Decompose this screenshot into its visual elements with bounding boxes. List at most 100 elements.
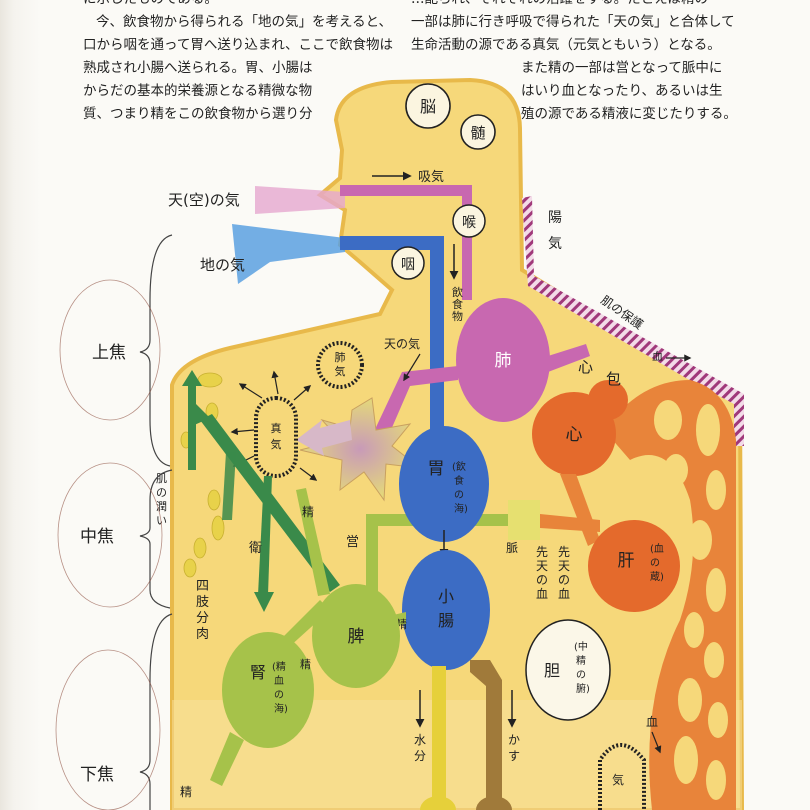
- kidney-label: 腎: [250, 663, 266, 682]
- marrow-label: 髄: [470, 124, 485, 142]
- true-qi-label-1: 真: [271, 421, 282, 435]
- essence-bottom-label: 精: [180, 785, 192, 799]
- star-arrow: [296, 420, 352, 456]
- svg-text:先: 先: [558, 545, 570, 559]
- blood-bottom-arrow: [651, 731, 662, 754]
- food-label-3: 物: [452, 309, 463, 323]
- text-line: はいり血となったり、あるいは生: [521, 83, 723, 99]
- svg-text:の: の: [156, 486, 167, 499]
- jiao-braces: [139, 234, 173, 810]
- pharynx-circle: [391, 246, 425, 280]
- svg-text:腑): 腑): [576, 682, 590, 695]
- text-line: 質、つまり精をこの飲食物から選り分: [83, 106, 313, 122]
- svg-text:天: 天: [558, 559, 570, 573]
- svg-text:の: の: [454, 490, 464, 501]
- yang-qi-label-2: 気: [548, 236, 562, 252]
- true-qi-arrows: [230, 370, 318, 481]
- essence-s-label: 精: [396, 618, 407, 631]
- waste-label: かす: [508, 733, 520, 763]
- spleen-star-pipe: [296, 488, 330, 596]
- svg-text:肌: 肌: [156, 472, 167, 485]
- waste-end: [476, 796, 512, 810]
- stomach-label: 胃: [428, 459, 445, 479]
- upper-jiao-label: 上焦: [92, 343, 126, 363]
- marrow-circle: [460, 114, 496, 150]
- true-qi-coil: [254, 396, 298, 478]
- throat-circle: [452, 204, 486, 238]
- true-qi-label-2: 気: [271, 437, 282, 451]
- water-label: 水分: [414, 733, 426, 763]
- lung: [456, 298, 550, 422]
- liver-sub-2: の: [650, 558, 660, 569]
- essence-k-label: 精: [300, 658, 311, 671]
- vessel-network: [604, 380, 736, 810]
- ying-label: 営: [346, 535, 359, 550]
- svg-text:す: す: [508, 749, 520, 763]
- svg-text:血: 血: [558, 587, 570, 601]
- small-intestine: [402, 550, 490, 670]
- brain-label: 脳: [420, 97, 436, 116]
- lung-qi-label-2: 気: [335, 364, 346, 378]
- svg-text:分: 分: [196, 611, 209, 626]
- svg-text:血: 血: [274, 674, 284, 687]
- svg-text:水: 水: [414, 733, 426, 747]
- blood-bottom-label: 血: [646, 715, 658, 729]
- vessel-holes: [654, 400, 728, 800]
- waste-pipe: [470, 660, 502, 810]
- kidney-bottom-pipe: [210, 732, 244, 786]
- water-pipe: [432, 666, 446, 810]
- heaven-qi-pipe: [370, 366, 458, 446]
- lung-label: 肺: [495, 351, 512, 371]
- svg-text:分: 分: [414, 749, 426, 763]
- svg-text:潤: 潤: [156, 500, 167, 513]
- stomach: [399, 426, 489, 542]
- water-end: [420, 796, 456, 810]
- heaven-no-qi-label: 天の気: [384, 336, 420, 351]
- inhale-label: 吸気: [418, 169, 444, 185]
- text-line: 生命活動の源である真気（元気ともいう）となる。: [411, 37, 721, 53]
- qi-coil: [598, 743, 646, 810]
- svg-text:食: 食: [454, 474, 464, 487]
- svg-text:肉: 肉: [196, 627, 209, 642]
- svg-text:か: か: [508, 733, 520, 747]
- text-line: からだの基本的栄養源となる精微な物: [83, 83, 313, 99]
- svg-text:(飲: (飲: [452, 460, 466, 473]
- pericardium-left-label: 心: [578, 358, 593, 376]
- gall-bladder: [525, 619, 611, 721]
- essence-small-label: 精: [302, 505, 314, 519]
- svg-text:四: 四: [196, 579, 209, 594]
- text-line: 口から咽を通って胃へ送り込まれ、ここで飲食物は: [83, 37, 393, 53]
- yang-qi-label-1: 陽: [548, 210, 562, 226]
- earth-air: [232, 224, 345, 284]
- lung-qi-label-1: 肺: [335, 351, 346, 364]
- liver-sub-1: (血: [650, 542, 664, 555]
- heaven-qi-label: 天(空)の気: [168, 191, 240, 209]
- svg-text:海): 海): [274, 702, 288, 715]
- throat-label: 喉: [462, 215, 476, 231]
- text-line: 一部は肺に行き呼吸で得られた「天の気」と合体して: [411, 14, 735, 30]
- lung-heart-link: [548, 344, 590, 372]
- spleen-label: 脾: [348, 627, 365, 647]
- svg-text:(中: (中: [574, 640, 588, 653]
- gall-label: 胆: [544, 661, 560, 680]
- svg-text:精: 精: [576, 654, 586, 667]
- wei-label: 衛: [249, 541, 262, 556]
- pericardium-right-label: 包: [606, 370, 621, 388]
- text-line: 今、飲食物から得られる「地の気」を考えると、: [96, 14, 393, 30]
- pulse-label: 脈: [506, 541, 518, 555]
- svg-text:の: の: [274, 690, 284, 701]
- brain-circle: [405, 83, 451, 129]
- pharynx-label: 咽: [401, 257, 415, 273]
- svg-text:の: の: [558, 573, 570, 587]
- middle-jiao-label: 中焦: [80, 527, 114, 547]
- svg-text:天: 天: [536, 559, 548, 573]
- heaven-air: [255, 186, 345, 214]
- text-line: また精の一部は営となって脈中に: [521, 60, 723, 76]
